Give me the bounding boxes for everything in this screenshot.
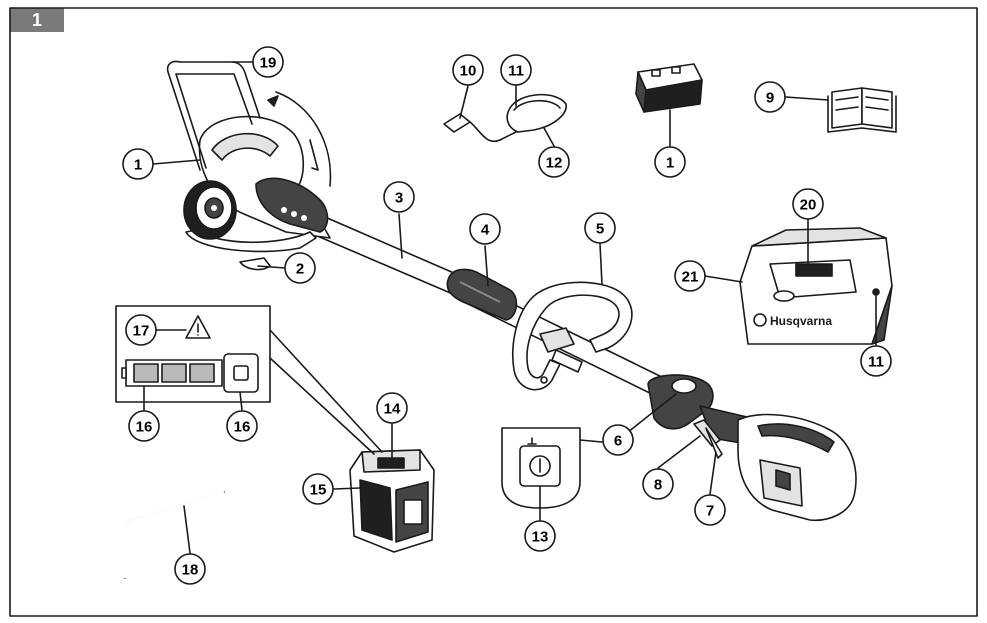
rear-handle [647, 374, 857, 521]
callout-6: 6 [602, 424, 634, 456]
callout-3: 3 [383, 181, 415, 213]
svg-text:3: 3 [395, 190, 403, 207]
shaft-grip [446, 268, 518, 321]
svg-text:16: 16 [234, 419, 251, 436]
callout-16: 16 [226, 410, 258, 442]
start-button-inset [501, 427, 603, 509]
callout-5: 5 [584, 212, 616, 244]
svg-text:19: 19 [260, 55, 277, 72]
callout-9: 9 [754, 81, 786, 113]
callout-22: 11 [860, 345, 892, 377]
svg-text:4: 4 [481, 222, 490, 239]
svg-text:8: 8 [654, 477, 662, 494]
svg-text:10: 10 [460, 63, 477, 80]
callout-10: 10 [452, 54, 484, 86]
battery-charger: Husqvarna [739, 227, 893, 345]
svg-text:18: 18 [182, 562, 199, 579]
frame [9, 7, 978, 617]
callout-15: 15 [302, 473, 334, 505]
callout-12: 12 [538, 146, 570, 178]
callout-7: 7 [694, 494, 726, 526]
callout-13: 13 [524, 520, 556, 552]
callout-1-adapter: 1 [654, 146, 686, 178]
battery-pack [349, 449, 435, 553]
trimmer-wheel [183, 180, 237, 240]
callout-20: 19 [252, 46, 284, 78]
manual-book-icon [827, 87, 897, 133]
loop-handle [511, 281, 633, 391]
callout-1-head: 1 [122, 148, 154, 180]
battery-adapter [635, 63, 703, 113]
warning-triangle-icon [185, 315, 211, 339]
hex-key [124, 491, 225, 579]
svg-text:16: 16 [136, 419, 153, 436]
svg-text:5: 5 [596, 221, 604, 238]
svg-text:20: 20 [800, 197, 817, 214]
charger-brand-text: Husqvarna [770, 314, 832, 328]
svg-text:1: 1 [666, 155, 674, 172]
callout-21: 20 [792, 188, 824, 220]
svg-text:15: 15 [310, 482, 327, 499]
callout-8: 8 [642, 468, 674, 500]
svg-text:14: 14 [384, 401, 401, 418]
svg-text:12: 12 [546, 155, 563, 172]
svg-text:11: 11 [868, 354, 884, 371]
svg-text:13: 13 [532, 529, 549, 546]
trimmer-guard [185, 229, 317, 253]
svg-text:11: 11 [508, 63, 524, 80]
svg-text:9: 9 [766, 90, 774, 107]
callout-17: 16 [128, 410, 160, 442]
power-button-icon [529, 455, 551, 477]
svg-text:1: 1 [134, 157, 142, 174]
svg-text:17: 17 [133, 323, 150, 340]
trimmer [166, 60, 857, 521]
figure-number: 1 [31, 10, 42, 30]
svg-text:7: 7 [706, 503, 714, 520]
callout-4: 4 [469, 213, 501, 245]
svg-text:21: 21 [682, 269, 699, 286]
figure-number-box [10, 8, 64, 32]
charger-cable-adapter [443, 93, 567, 143]
callout-2: 2 [284, 252, 316, 284]
callout-14: 14 [376, 392, 408, 424]
svg-text:2: 2 [296, 261, 304, 278]
svg-text:6: 6 [614, 433, 622, 450]
callout-11-cord: 11 [500, 54, 532, 86]
callout-11-charger: 21 [674, 260, 706, 292]
callout-19: 18 [174, 553, 206, 585]
callout-18: 17 [125, 314, 157, 346]
